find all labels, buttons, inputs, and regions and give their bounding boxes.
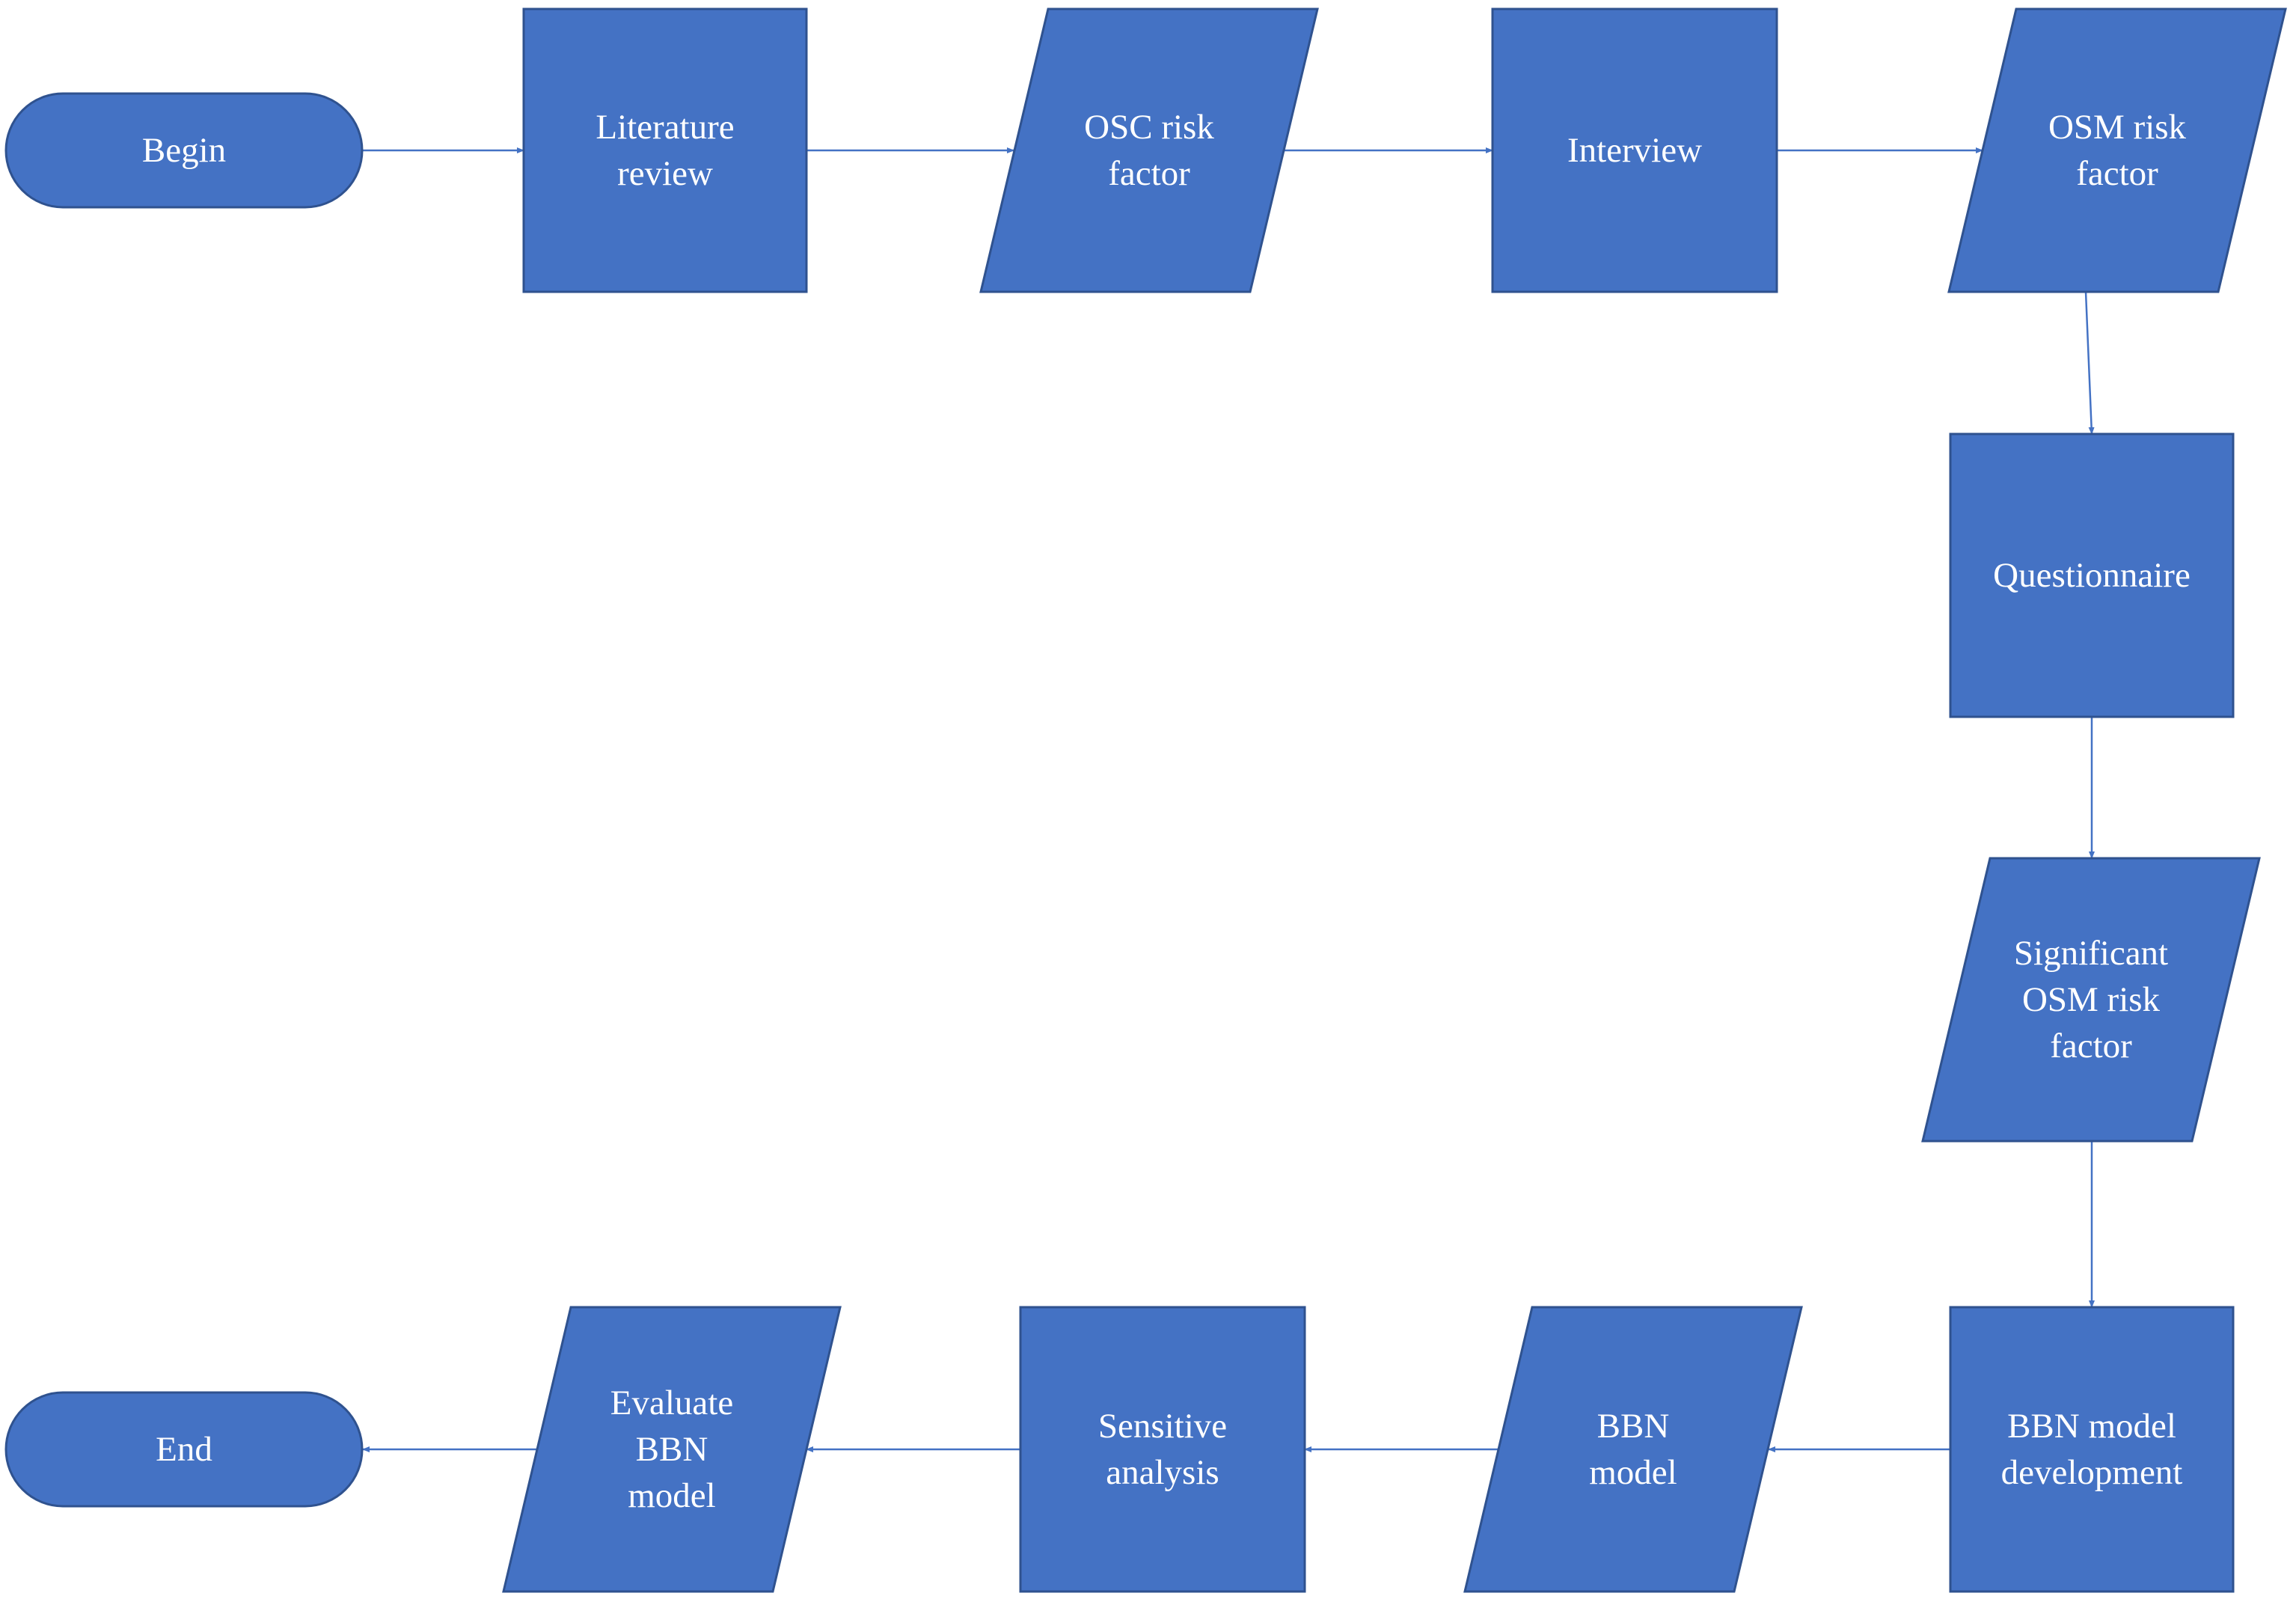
node-end: End <box>4 1391 364 1508</box>
node-questionnaire-shape <box>1949 432 2235 718</box>
node-evaluate-bbn-model-shape <box>502 1306 842 1593</box>
node-osc-risk-factor: OSC risk factor <box>979 7 1319 293</box>
node-bbn-model-label: BBN <box>1597 1407 1670 1446</box>
node-significant-osm-risk-factor-label: OSM risk <box>2022 980 2161 1019</box>
node-evaluate-bbn-model-label: Evaluate <box>610 1384 733 1422</box>
node-interview-shape <box>1491 7 1778 293</box>
node-osm-risk-factor: OSM risk factor <box>1947 7 2287 293</box>
node-literature-review-label: review <box>617 154 713 193</box>
node-evaluate-bbn-model-label: BBN <box>636 1430 708 1469</box>
node-end-label: End <box>156 1430 212 1469</box>
node-literature-review-label: Literature <box>596 108 734 147</box>
node-end-shape <box>4 1391 364 1508</box>
node-interview-label: Interview <box>1567 131 1702 170</box>
arrow-osm-risk-factor-to-questionnaire <box>2084 291 2095 435</box>
node-osm-risk-factor-label: factor <box>2076 154 2158 193</box>
node-sensitive-analysis-label: analysis <box>1106 1453 1219 1492</box>
node-bbn-model-development-label: development <box>2001 1453 2183 1492</box>
node-literature-review: Literature review <box>522 7 808 293</box>
node-evaluate-bbn-model-label: model <box>628 1476 715 1515</box>
node-bbn-model-development-label: BBN model <box>2007 1407 2176 1446</box>
node-osm-risk-factor-shape <box>1947 7 2287 293</box>
node-bbn-model-shape <box>1463 1306 1803 1593</box>
node-questionnaire-label: Questionnaire <box>1993 556 2191 595</box>
node-osc-risk-factor-label: factor <box>1108 154 1190 193</box>
node-bbn-model: BBN model <box>1463 1306 1803 1593</box>
node-literature-review-shape <box>522 7 808 293</box>
node-begin-label: Begin <box>142 131 226 170</box>
node-bbn-model-development-shape <box>1949 1306 2235 1593</box>
node-sensitive-analysis-label: Sensitive <box>1098 1407 1227 1446</box>
node-bbn-model-development: BBN model development <box>1949 1306 2235 1593</box>
node-begin-shape <box>4 92 364 209</box>
node-significant-osm-risk-factor-label: Significant <box>2014 934 2168 973</box>
node-sensitive-analysis-shape <box>1019 1306 1306 1593</box>
node-osc-risk-factor-label: OSC risk <box>1084 108 1214 147</box>
node-questionnaire: Questionnaire <box>1949 432 2235 718</box>
node-begin: Begin <box>4 92 364 209</box>
node-osm-risk-factor-label: OSM risk <box>2048 108 2187 147</box>
node-interview: Interview <box>1491 7 1778 293</box>
node-bbn-model-label: model <box>1589 1453 1677 1492</box>
node-osc-risk-factor-shape <box>979 7 1319 293</box>
node-sensitive-analysis: Sensitive analysis <box>1019 1306 1306 1593</box>
node-significant-osm-risk-factor-shape <box>1921 857 2261 1143</box>
node-significant-osm-risk-factor-label: factor <box>2050 1027 2132 1066</box>
